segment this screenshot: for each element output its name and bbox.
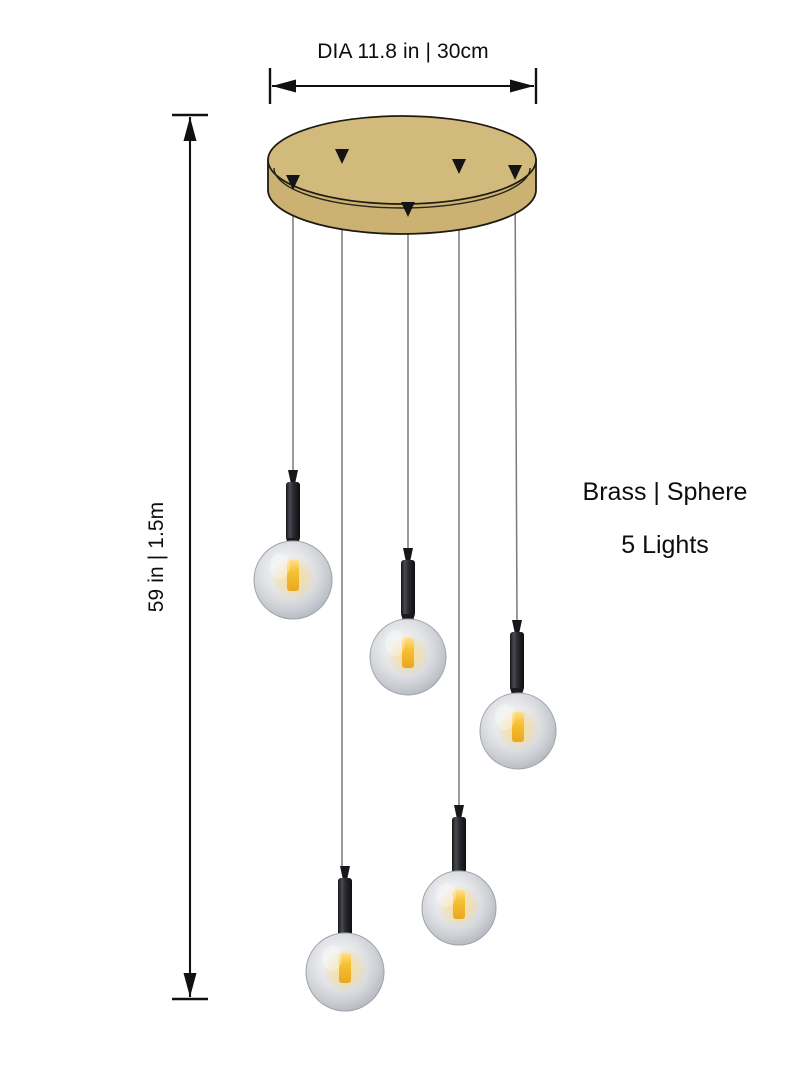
cable-3 bbox=[514, 169, 518, 623]
pendant-2-rod bbox=[401, 560, 415, 616]
pendant-2-cable-joint bbox=[403, 548, 413, 562]
cable-cone-4 bbox=[452, 159, 466, 174]
cable-cone-5 bbox=[335, 149, 349, 164]
pendant-1-highlight bbox=[270, 553, 290, 579]
cable-cone-1 bbox=[286, 175, 300, 190]
pendant-3-cable-joint bbox=[512, 620, 522, 634]
spec-text-block: Brass | Sphere 5 Lights bbox=[583, 478, 748, 559]
pendant-4-cable-joint bbox=[454, 805, 464, 819]
pendant-5 bbox=[305, 866, 385, 1012]
canopy-rim-line bbox=[273, 167, 531, 209]
cable-cone-2 bbox=[401, 202, 415, 217]
pendant-4-filament bbox=[453, 890, 465, 919]
pendant-4-highlight bbox=[436, 883, 456, 907]
cable-cone-3 bbox=[508, 165, 522, 180]
pendant-4 bbox=[421, 805, 497, 946]
pendant-5-rod bbox=[338, 878, 352, 936]
pendant-2 bbox=[369, 548, 447, 696]
pendant-5-filament bbox=[339, 953, 351, 983]
spec-light-count: 5 Lights bbox=[621, 531, 709, 559]
pendant-3-rod bbox=[510, 632, 524, 690]
pendant-1 bbox=[253, 470, 333, 620]
width-dimension: DIA 11.8 in | 30cm bbox=[268, 40, 538, 104]
width-arrowhead-right bbox=[510, 79, 534, 93]
pendant-3-filament bbox=[512, 712, 524, 742]
pendant-3-highlight bbox=[495, 704, 515, 730]
cable-cone-group bbox=[286, 149, 522, 217]
pendant-5-cable-joint bbox=[340, 866, 350, 880]
pendant-2-filament bbox=[402, 638, 414, 668]
height-dimension: 59 in | 1.5m bbox=[145, 113, 208, 1001]
pendant-4-rod bbox=[452, 817, 466, 873]
width-dimension-label: DIA 11.8 in | 30cm bbox=[317, 40, 488, 63]
pendant-1-cable-joint bbox=[288, 470, 298, 484]
pendant-1-filament bbox=[287, 560, 299, 591]
brass-canopy bbox=[267, 115, 537, 235]
height-arrowhead-bottom bbox=[183, 973, 197, 997]
pendant-1-rod bbox=[286, 482, 300, 540]
width-arrowhead-left bbox=[272, 79, 296, 93]
pendant-3 bbox=[479, 620, 557, 770]
height-arrowhead-top bbox=[183, 117, 197, 141]
pendant-2-highlight bbox=[385, 630, 405, 656]
cable-group bbox=[292, 154, 518, 868]
pendant-5-highlight bbox=[322, 945, 342, 971]
canopy-top-face bbox=[267, 115, 537, 205]
height-dimension-label: 59 in | 1.5m bbox=[145, 502, 168, 613]
spec-material-shape: Brass | Sphere bbox=[583, 478, 748, 506]
